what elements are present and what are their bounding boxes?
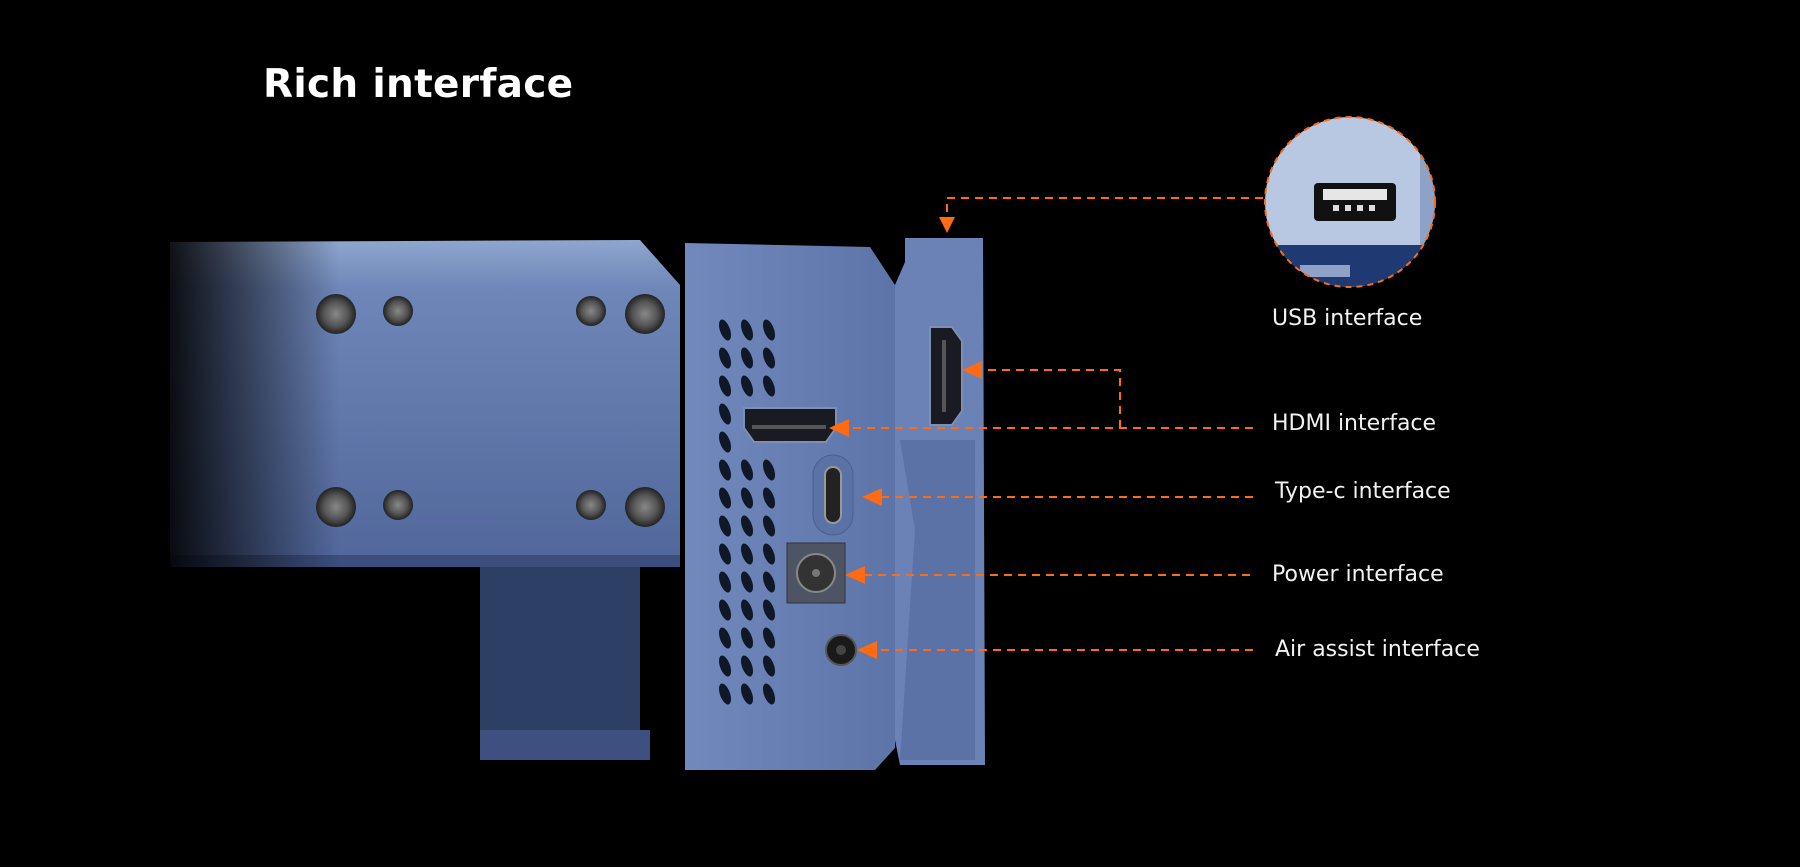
vent-slot [718, 459, 732, 481]
air-assist-interface-label: Air assist interface [1275, 637, 1480, 662]
vent-slot [740, 543, 754, 565]
vent-slot [762, 347, 776, 369]
vent-slot [762, 515, 776, 537]
type-c-interface-label: Type-c interface [1275, 479, 1451, 504]
vent-slot [718, 655, 732, 677]
type-c-port [812, 454, 854, 536]
power-port [786, 542, 846, 604]
vent-slot [762, 627, 776, 649]
vent-slot [718, 431, 732, 453]
vent-slot [740, 599, 754, 621]
vent-slot [740, 515, 754, 537]
vent-slot [740, 347, 754, 369]
usb-zoom-circle [1264, 116, 1436, 288]
callout-lines [845, 197, 1263, 651]
vent-slot [718, 599, 732, 621]
vent-slot [762, 571, 776, 593]
vent-slot [762, 459, 776, 481]
vent-slot [762, 655, 776, 677]
vent-slot [718, 571, 732, 593]
vent-slot [740, 459, 754, 481]
vent-slot [762, 543, 776, 565]
arrow-icons [829, 217, 982, 659]
vent-slot [740, 375, 754, 397]
vent-slot [740, 683, 754, 705]
vent-slot [718, 543, 732, 565]
vent-slot [762, 487, 776, 509]
vent-slot [718, 375, 732, 397]
vent-slot [718, 683, 732, 705]
side-panel [685, 243, 895, 770]
arrow-down-icon [939, 217, 955, 233]
power-interface-label: Power interface [1272, 562, 1444, 587]
vent-slot [762, 375, 776, 397]
arrow-left-icon [845, 566, 865, 584]
vent-slot [718, 515, 732, 537]
vent-slot [718, 627, 732, 649]
vent-slot [718, 347, 732, 369]
hdmi-interface-label: HDMI interface [1272, 411, 1437, 436]
vent-slot [740, 487, 754, 509]
vent-slot [762, 599, 776, 621]
usb-port-icon [1314, 183, 1396, 221]
arrow-left-icon [829, 419, 849, 437]
hdmi-port-side [743, 407, 837, 443]
usb-interface-label: USB interface [1272, 306, 1423, 331]
hdmi-top-callout-line [978, 369, 1121, 428]
vent-slot [762, 683, 776, 705]
vent-slot [740, 627, 754, 649]
vent-slot [718, 403, 732, 425]
vent-slots [718, 319, 776, 705]
vent-slot [718, 319, 732, 341]
vent-slot [740, 319, 754, 341]
arrow-left-icon [862, 488, 882, 506]
usb-callout-line [946, 197, 1263, 222]
hdmi-port-top [929, 326, 963, 426]
vent-slot [762, 319, 776, 341]
side-cover [895, 238, 985, 765]
laser-body [150, 230, 690, 760]
arrow-left-icon [962, 361, 982, 379]
screw-icons [316, 294, 665, 527]
vent-slot [718, 487, 732, 509]
arrow-left-icon [857, 641, 877, 659]
vent-slot [740, 571, 754, 593]
air-assist-port [825, 634, 857, 666]
page-title: Rich interface [263, 62, 574, 107]
vent-slot [740, 655, 754, 677]
